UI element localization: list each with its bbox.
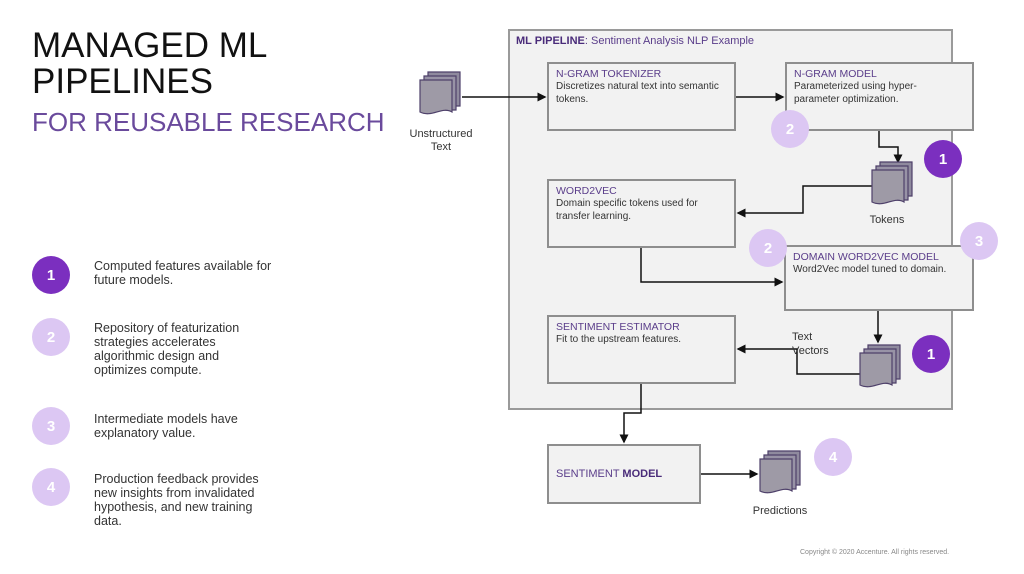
edge-model-to-tokens	[878, 131, 903, 164]
unstructured-text-label: Unstructured Text	[396, 128, 486, 154]
predictions-label: Predictions	[752, 505, 808, 517]
pipeline-title-rest: : Sentiment Analysis NLP Example	[584, 35, 755, 47]
slide-title: MANAGED ML PIPELINES	[32, 28, 267, 100]
node-desc: Discretizes natural text into semantic t…	[556, 81, 719, 105]
legend-text-1: Computed features available for future m…	[94, 259, 272, 287]
copyright: Copyright © 2020 Accenture. All rights r…	[800, 549, 950, 556]
badge-tokens: 1	[924, 140, 962, 178]
title-line-2: PIPELINES	[32, 62, 213, 101]
node-desc: Word2Vec model tuned to domain.	[793, 264, 947, 275]
node-sentiment-model[interactable]: SENTIMENT MODEL	[547, 444, 701, 504]
tokens-document-icon	[871, 161, 913, 205]
badge-domain-right: 3	[960, 222, 998, 260]
unstructured-text-document-icon	[419, 71, 461, 115]
node-sentiment-estimator[interactable]: SENTIMENT ESTIMATOR Fit to the upstream …	[547, 315, 736, 384]
node-ngram-tokenizer[interactable]: N-GRAM TOKENIZER Discretizes natural tex…	[547, 62, 736, 131]
edge-tokens-to-word2vec	[736, 185, 872, 218]
node-desc: Domain specific tokens used for transfer…	[556, 198, 698, 222]
node-desc: Parameterized using hyper-parameter opti…	[794, 81, 917, 105]
node-domain-word2vec-model[interactable]: DOMAIN WORD2VEC MODEL Word2Vec model tun…	[784, 245, 974, 311]
node-desc: Fit to the upstream features.	[556, 334, 682, 345]
pipeline-title-bold: ML PIPELINE	[516, 35, 585, 47]
legend-text-2: Repository of featurization strategies a…	[94, 321, 240, 377]
legend-badge-3: 3	[32, 407, 70, 445]
text-vectors-document-icon	[859, 344, 901, 388]
legend-badge-4: 4	[32, 468, 70, 506]
node-title-plain: SENTIMENT	[556, 467, 623, 480]
node-title: N-GRAM TOKENIZER	[556, 68, 662, 80]
predictions-document-icon	[759, 450, 801, 494]
node-title: N-GRAM MODEL	[794, 68, 877, 80]
label-line-2: Vectors	[792, 345, 829, 357]
node-ngram-model[interactable]: N-GRAM MODEL Parameterized using hyper-p…	[785, 62, 974, 131]
legend-badge-2: 2	[32, 318, 70, 356]
badge-ngram-model: 2	[771, 110, 809, 148]
title-line-1: MANAGED ML	[32, 26, 268, 65]
badge-domain-left: 2	[749, 229, 787, 267]
pipeline-title: ML PIPELINE: Sentiment Analysis NLP Exam…	[516, 35, 754, 47]
legend-badge-1: 1	[32, 256, 70, 294]
badge-text-vectors: 1	[912, 335, 950, 373]
label-line-1: Unstructured	[409, 128, 473, 140]
legend-text-3: Intermediate models have explanatory val…	[94, 412, 238, 440]
badge-predictions: 4	[814, 438, 852, 476]
label-line-2: Text	[430, 141, 452, 153]
tokens-label: Tokens	[869, 214, 905, 226]
slide-subtitle: FOR REUSABLE RESEARCH	[32, 107, 385, 137]
node-title: WORD2VEC	[556, 185, 617, 197]
legend-text-4: Production feedback provides new insight…	[94, 472, 259, 528]
text-vectors-label: Text Vectors	[792, 330, 842, 358]
node-title: SENTIMENT ESTIMATOR	[556, 321, 680, 333]
node-title-bold: MODEL	[622, 467, 663, 480]
node-title: SENTIMENT MODEL	[556, 468, 662, 481]
edge-word2vec-to-domain	[640, 248, 784, 287]
edge-estimator-to-model	[619, 384, 642, 444]
edge-vectors-to-estimator	[736, 344, 860, 375]
node-word2vec[interactable]: WORD2VEC Domain specific tokens used for…	[547, 179, 736, 248]
node-title: DOMAIN WORD2VEC MODEL	[793, 251, 939, 263]
label-line-1: Text	[792, 331, 813, 343]
